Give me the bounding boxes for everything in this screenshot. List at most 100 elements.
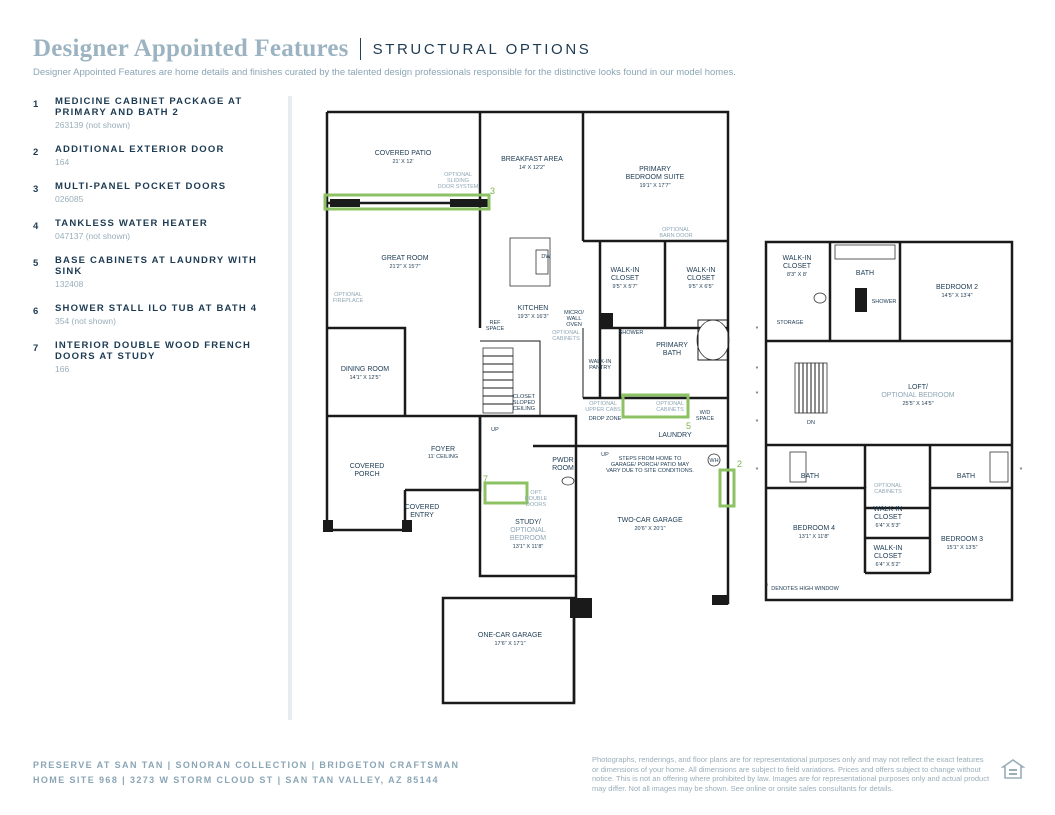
note: OPTIONAL bbox=[656, 401, 684, 407]
floor-plan-drawing: 3 5 2 7 COVERED PATIO 21' X 12' OPTIONAL… bbox=[323, 110, 1023, 705]
note: OPTIONAL bbox=[444, 172, 472, 178]
room-name: SHOWER bbox=[872, 299, 897, 305]
note: OPTIONAL bbox=[334, 292, 362, 298]
room-name: COVERED PATIO bbox=[375, 150, 432, 157]
note: W/D bbox=[700, 410, 711, 416]
first-floor-stairs bbox=[482, 347, 514, 414]
note: STEPS FROM HOME TO bbox=[619, 456, 682, 462]
porch-column bbox=[323, 520, 333, 532]
room-opt: BEDROOM bbox=[510, 535, 546, 542]
option-2-highlight bbox=[718, 468, 736, 508]
note: CLOSET bbox=[513, 394, 536, 400]
page-description: Designer Appointed Features are home det… bbox=[33, 67, 736, 78]
feature-number: 1 bbox=[33, 99, 39, 110]
room-name: CLOSET bbox=[687, 275, 716, 282]
section-label: STRUCTURAL OPTIONS bbox=[372, 40, 592, 58]
feature-name: MULTI-PANEL POCKET DOORS bbox=[55, 181, 227, 192]
room-name: LOFT/ bbox=[908, 384, 928, 391]
room-name: BEDROOM 4 bbox=[793, 525, 835, 532]
primary-tub bbox=[696, 319, 730, 361]
note: UPPER CABS bbox=[585, 407, 621, 413]
feature-name: TANKLESS WATER HEATER bbox=[55, 218, 208, 229]
note: OPTIONAL bbox=[589, 401, 617, 407]
room-dim: 6'4" X 5'3" bbox=[876, 523, 901, 529]
room-dim: 13'1" X 11'8" bbox=[513, 544, 544, 550]
marker-5: 5 bbox=[686, 421, 691, 431]
first-floor-walls bbox=[323, 110, 730, 705]
option-3-highlight bbox=[323, 193, 491, 211]
feature-code: 164 bbox=[55, 157, 70, 167]
note: SLIDING bbox=[447, 178, 469, 184]
page-title: Designer Appointed Features bbox=[33, 35, 349, 62]
note: SPACE bbox=[696, 416, 715, 422]
note: CABINETS bbox=[656, 407, 684, 413]
note: OVEN bbox=[566, 322, 582, 328]
garage-pier bbox=[712, 595, 728, 605]
room-name: BATH bbox=[801, 473, 819, 480]
room-dim: 14'1" X 12'5" bbox=[349, 375, 380, 381]
room-name: BREAKFAST AREA bbox=[501, 156, 563, 163]
feature-name: INTERIOR DOUBLE WOOD FRENCH DOORS AT STU… bbox=[55, 340, 252, 362]
feature-code: 047137 (not shown) bbox=[55, 231, 131, 241]
porch-column bbox=[402, 520, 412, 532]
room-name: WALK-IN bbox=[611, 267, 640, 274]
bath2-vanity bbox=[834, 244, 896, 260]
bath3-tub bbox=[989, 451, 1009, 483]
bath4-tub bbox=[789, 451, 807, 483]
room-dim: 8'3" X 8' bbox=[787, 272, 807, 278]
note: OPTIONAL bbox=[552, 330, 580, 336]
note: OPTIONAL bbox=[874, 483, 902, 489]
note: REF bbox=[490, 320, 502, 326]
note: DOOR SYSTEM bbox=[438, 184, 479, 190]
feature-list: 1 MEDICINE CABINET PACKAGE AT PRIMARY AN… bbox=[33, 96, 263, 388]
room-name: BATH bbox=[856, 270, 874, 277]
footer-disclaimer: Photographs, renderings, and floor plans… bbox=[592, 755, 990, 793]
note: DW bbox=[541, 254, 551, 260]
option-5-highlight bbox=[621, 393, 690, 419]
room-name: STORAGE bbox=[777, 320, 804, 326]
feature-number: 5 bbox=[33, 258, 39, 269]
note: WALL bbox=[567, 316, 582, 322]
note: DOORS bbox=[526, 502, 547, 508]
header: Designer Appointed Features STRUCTURAL O… bbox=[33, 34, 1033, 78]
note: VARY DUE TO SITE CONDITIONS. bbox=[606, 468, 694, 474]
marker-2: 2 bbox=[737, 459, 742, 469]
note: CABINETS bbox=[874, 489, 902, 495]
room-name: BEDROOM SUITE bbox=[626, 174, 685, 181]
room-dim: 14'5" X 13'4" bbox=[941, 293, 972, 299]
room-name: WALK-IN bbox=[874, 545, 903, 552]
note: UP bbox=[491, 427, 499, 433]
high-window-marker: * bbox=[756, 467, 759, 474]
legend-star: * bbox=[766, 583, 769, 590]
room-name: LAUNDRY bbox=[658, 432, 692, 439]
high-window-marker: * bbox=[1020, 467, 1023, 474]
room-dim: 9'5" X 6'5" bbox=[689, 284, 714, 290]
footer-community-line: PRESERVE AT SAN TAN | SONORAN COLLECTION… bbox=[33, 760, 460, 770]
column-divider bbox=[288, 96, 292, 720]
title-row: Designer Appointed Features STRUCTURAL O… bbox=[33, 34, 1033, 64]
wall-pier bbox=[601, 313, 613, 328]
room-dim: 9'5" X 5'7" bbox=[613, 284, 638, 290]
room-name: FOYER bbox=[431, 446, 455, 453]
marker-3: 3 bbox=[490, 186, 495, 196]
high-window-marker: * bbox=[756, 326, 759, 333]
legend-text: DENOTES HIGH WINDOW bbox=[771, 586, 839, 592]
room-name: TWO-CAR GARAGE bbox=[617, 517, 683, 524]
room-name: ENTRY bbox=[410, 512, 434, 519]
room-dim: 15'1" X 13'5" bbox=[946, 545, 977, 551]
room-name: BEDROOM 3 bbox=[941, 536, 983, 543]
floor-plan: 3 5 2 7 COVERED PATIO 21' X 12' OPTIONAL… bbox=[300, 98, 1040, 718]
first-floor-labels: COVERED PATIO 21' X 12' OPTIONAL SLIDING… bbox=[333, 150, 719, 647]
marker-7: 7 bbox=[483, 474, 488, 484]
water-heater-icon bbox=[707, 453, 721, 467]
note: FIREPLACE bbox=[333, 298, 364, 304]
room-name: GREAT ROOM bbox=[381, 255, 428, 262]
room-dim: 19'3" X 16'3" bbox=[517, 314, 548, 320]
note: DOUBLE bbox=[525, 496, 548, 502]
note: SHOWER bbox=[619, 330, 644, 336]
note: CEILING bbox=[513, 406, 535, 412]
note: PANTRY bbox=[589, 365, 611, 371]
